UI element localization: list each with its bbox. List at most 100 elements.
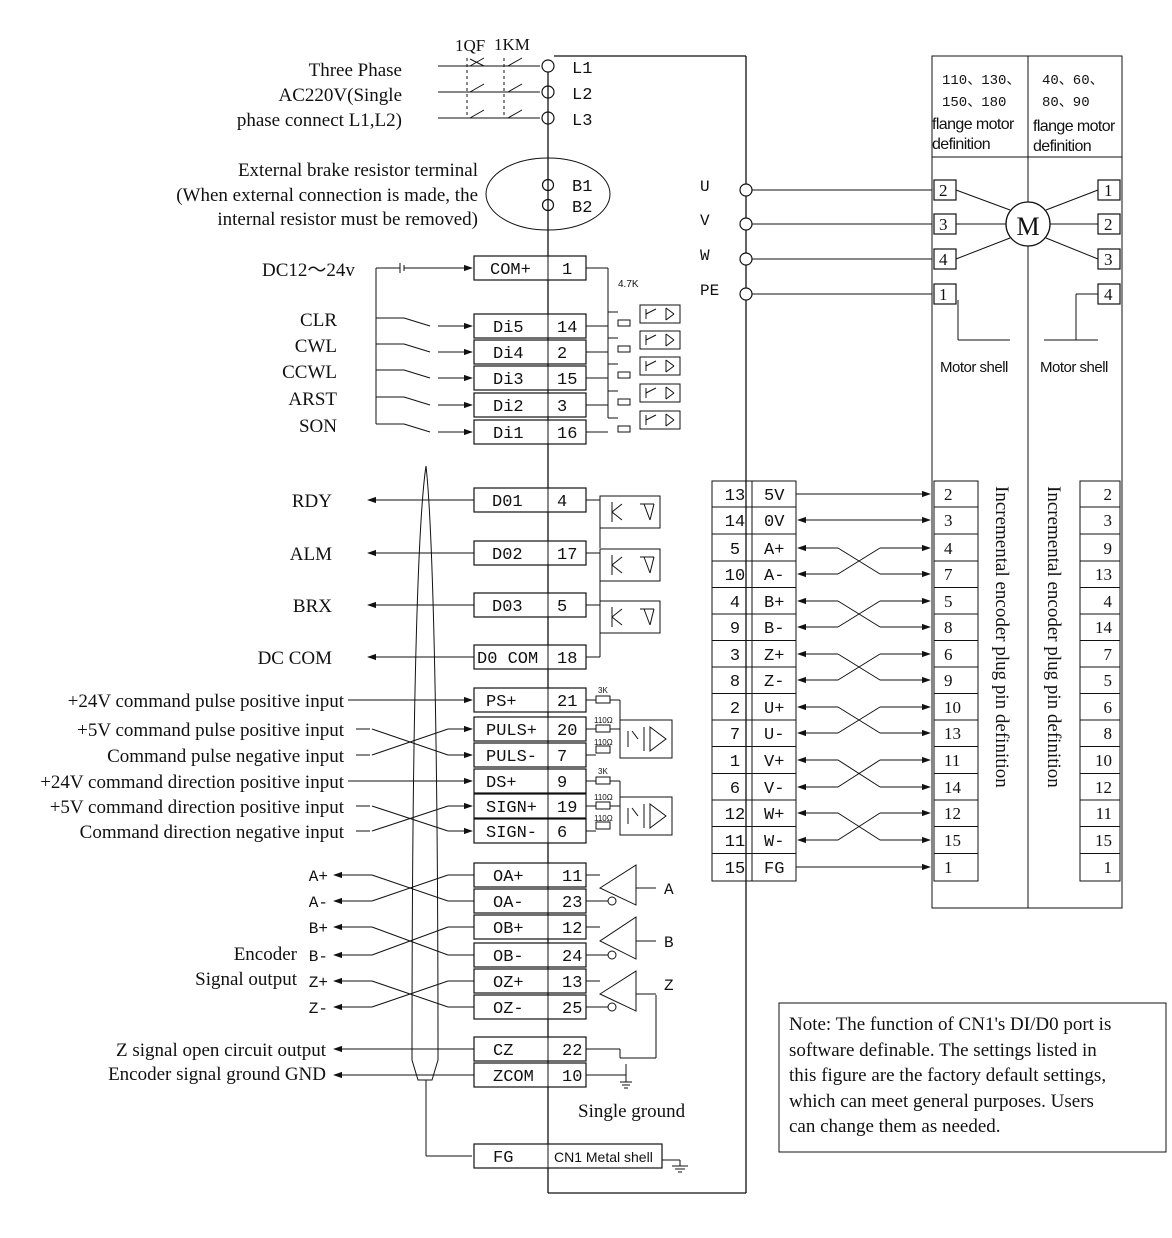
motor-terminal-2: W [700,247,710,265]
input-signal-0: CLR [300,310,337,331]
enc-conn-pin-6: 3 [730,647,740,666]
enc-signal-5: Z- [309,1000,328,1018]
enc-conn-left-6: 6 [944,645,953,664]
enc-pin-1: 23 [562,894,582,913]
pulse-desc-4: +5V command direction positive input [50,797,345,818]
left-sizes-1: 110、130、 [942,73,1020,89]
motor-shell-left: Motor shell [940,359,1008,376]
enc-conn-name-10: V+ [764,753,784,772]
output-name-1: D02 [492,546,523,565]
pulse-name-0: PS+ [486,693,517,712]
enc-conn-right-5: 14 [1095,618,1113,637]
power-section: 1QF 1KM Three Phase AC220V(Single phase … [237,35,593,131]
note-line-5: can change them as needed. [789,1116,1001,1137]
enc-conn-name-14: FG [764,860,784,879]
input-pin-3: 3 [557,398,567,417]
com-plus-name: COM+ [490,261,531,280]
motor-symbol: M [1016,212,1039,241]
pulse-pin-0: 21 [557,693,577,712]
enc-conn-name-3: A- [764,567,784,586]
enc-pin-0: 11 [562,868,582,887]
enc-conn-right-4: 4 [1104,592,1113,611]
power-source-line1: Three Phase [309,60,402,81]
cz-pin: 22 [562,1042,582,1061]
enc-signal-2: B+ [309,920,328,938]
terminal-l1: L1 [572,60,592,79]
zcom-pin: 10 [562,1068,582,1087]
pulse-box-0 [473,687,587,713]
com-plus-box [473,255,587,281]
enc-conn-name-2: A+ [764,541,784,560]
zcom-box [473,1062,587,1088]
enc-conn-right-13: 15 [1095,831,1112,850]
input-box-2 [473,365,587,391]
output-box-3 [473,644,587,670]
note-line-2: software definable. The settings listed … [789,1040,1097,1061]
enc-name-3: OB- [493,948,524,967]
cz-box [473,1036,587,1062]
driver-boundary [547,55,747,1194]
motor-pin-right-3: 4 [1104,285,1113,304]
com-plus-pin: 1 [562,261,572,280]
enc-pin-5: 25 [562,1000,582,1019]
pulse-desc-2: Command pulse negative input [107,746,345,767]
enc-pin-3: 24 [562,948,582,967]
output-signal-2: BRX [293,596,332,617]
input-pin-4: 16 [557,425,577,444]
right-sizes-2: 80、90 [1042,95,1090,111]
input-box-1 [473,339,587,365]
enc-conn-right-3: 13 [1095,565,1112,584]
input-pin-2: 15 [557,371,577,390]
pulse-box-3 [473,768,587,794]
motor-pin-right-0: 1 [1104,181,1113,200]
output-pin-1: 17 [557,546,577,565]
output-pin-3: 18 [557,650,577,669]
power-source-line3: phase connect L1,L2) [237,110,402,131]
motor-pin-right-box-3 [1097,283,1121,305]
cn1-shell-label: CN1 Metal shell [554,1149,653,1165]
terminal-l3: L3 [572,112,592,131]
pulse-pin-5: 6 [557,824,567,843]
input-signal-2: CCWL [282,362,337,383]
enc-conn-pin-14: 15 [725,860,745,879]
output-signal-0: RDY [292,491,332,512]
encoder-outputs: A+OA+11A-OA-23B+OB+12B-OB-24Z+OZ+13Z-OZ-… [195,862,674,1020]
output-pin-2: 5 [557,598,567,617]
enc-signal-3: B- [309,948,328,966]
enc-conn-left-4: 5 [944,592,953,611]
enc-conn-left-11: 14 [944,778,962,797]
enc-conn-right-2: 9 [1104,539,1113,558]
pulse-pin-1: 20 [557,722,577,741]
note-line-4: which can meet general purposes. Users [789,1091,1094,1112]
l-terminals: L1 L2 L3 [541,59,592,131]
pulse-name-5: SIGN- [486,824,537,843]
motor-pin-left-1: 3 [939,215,948,234]
pulse-box-4 [473,793,587,819]
breaker-contacts [438,57,540,119]
pulse-desc-1: +5V command pulse positive input [77,720,345,741]
enc-conn-right-6: 7 [1104,645,1113,664]
note-line-3: this figure are the factory default sett… [789,1065,1106,1086]
output-box-2 [473,592,587,618]
output-signal-1: ALM [290,544,332,565]
motor-pin-right-1: 2 [1104,215,1113,234]
enc-conn-left-2: 4 [944,539,953,558]
input-signal-1: CWL [295,336,337,357]
pulse-name-2: PULS- [486,748,537,767]
motor-pin-left-3: 1 [939,285,948,304]
enc-conn-pin-7: 8 [730,673,740,692]
enc-conn-left-8: 10 [944,698,961,717]
enc-conn-name-7: Z- [764,673,784,692]
enc-conn-pin-5: 9 [730,620,740,639]
enc-conn-name-6: Z+ [764,647,784,666]
enc-conn-name-1: 0V [764,513,785,532]
right-sizes-1: 40、60、 [1042,73,1104,89]
zcom-name: ZCOM [493,1068,534,1087]
r110b-label-1: 110Ω [594,814,613,823]
input-box-3 [473,392,587,418]
terminal-b1: B1 [572,178,592,197]
enc-box-3 [473,942,587,968]
